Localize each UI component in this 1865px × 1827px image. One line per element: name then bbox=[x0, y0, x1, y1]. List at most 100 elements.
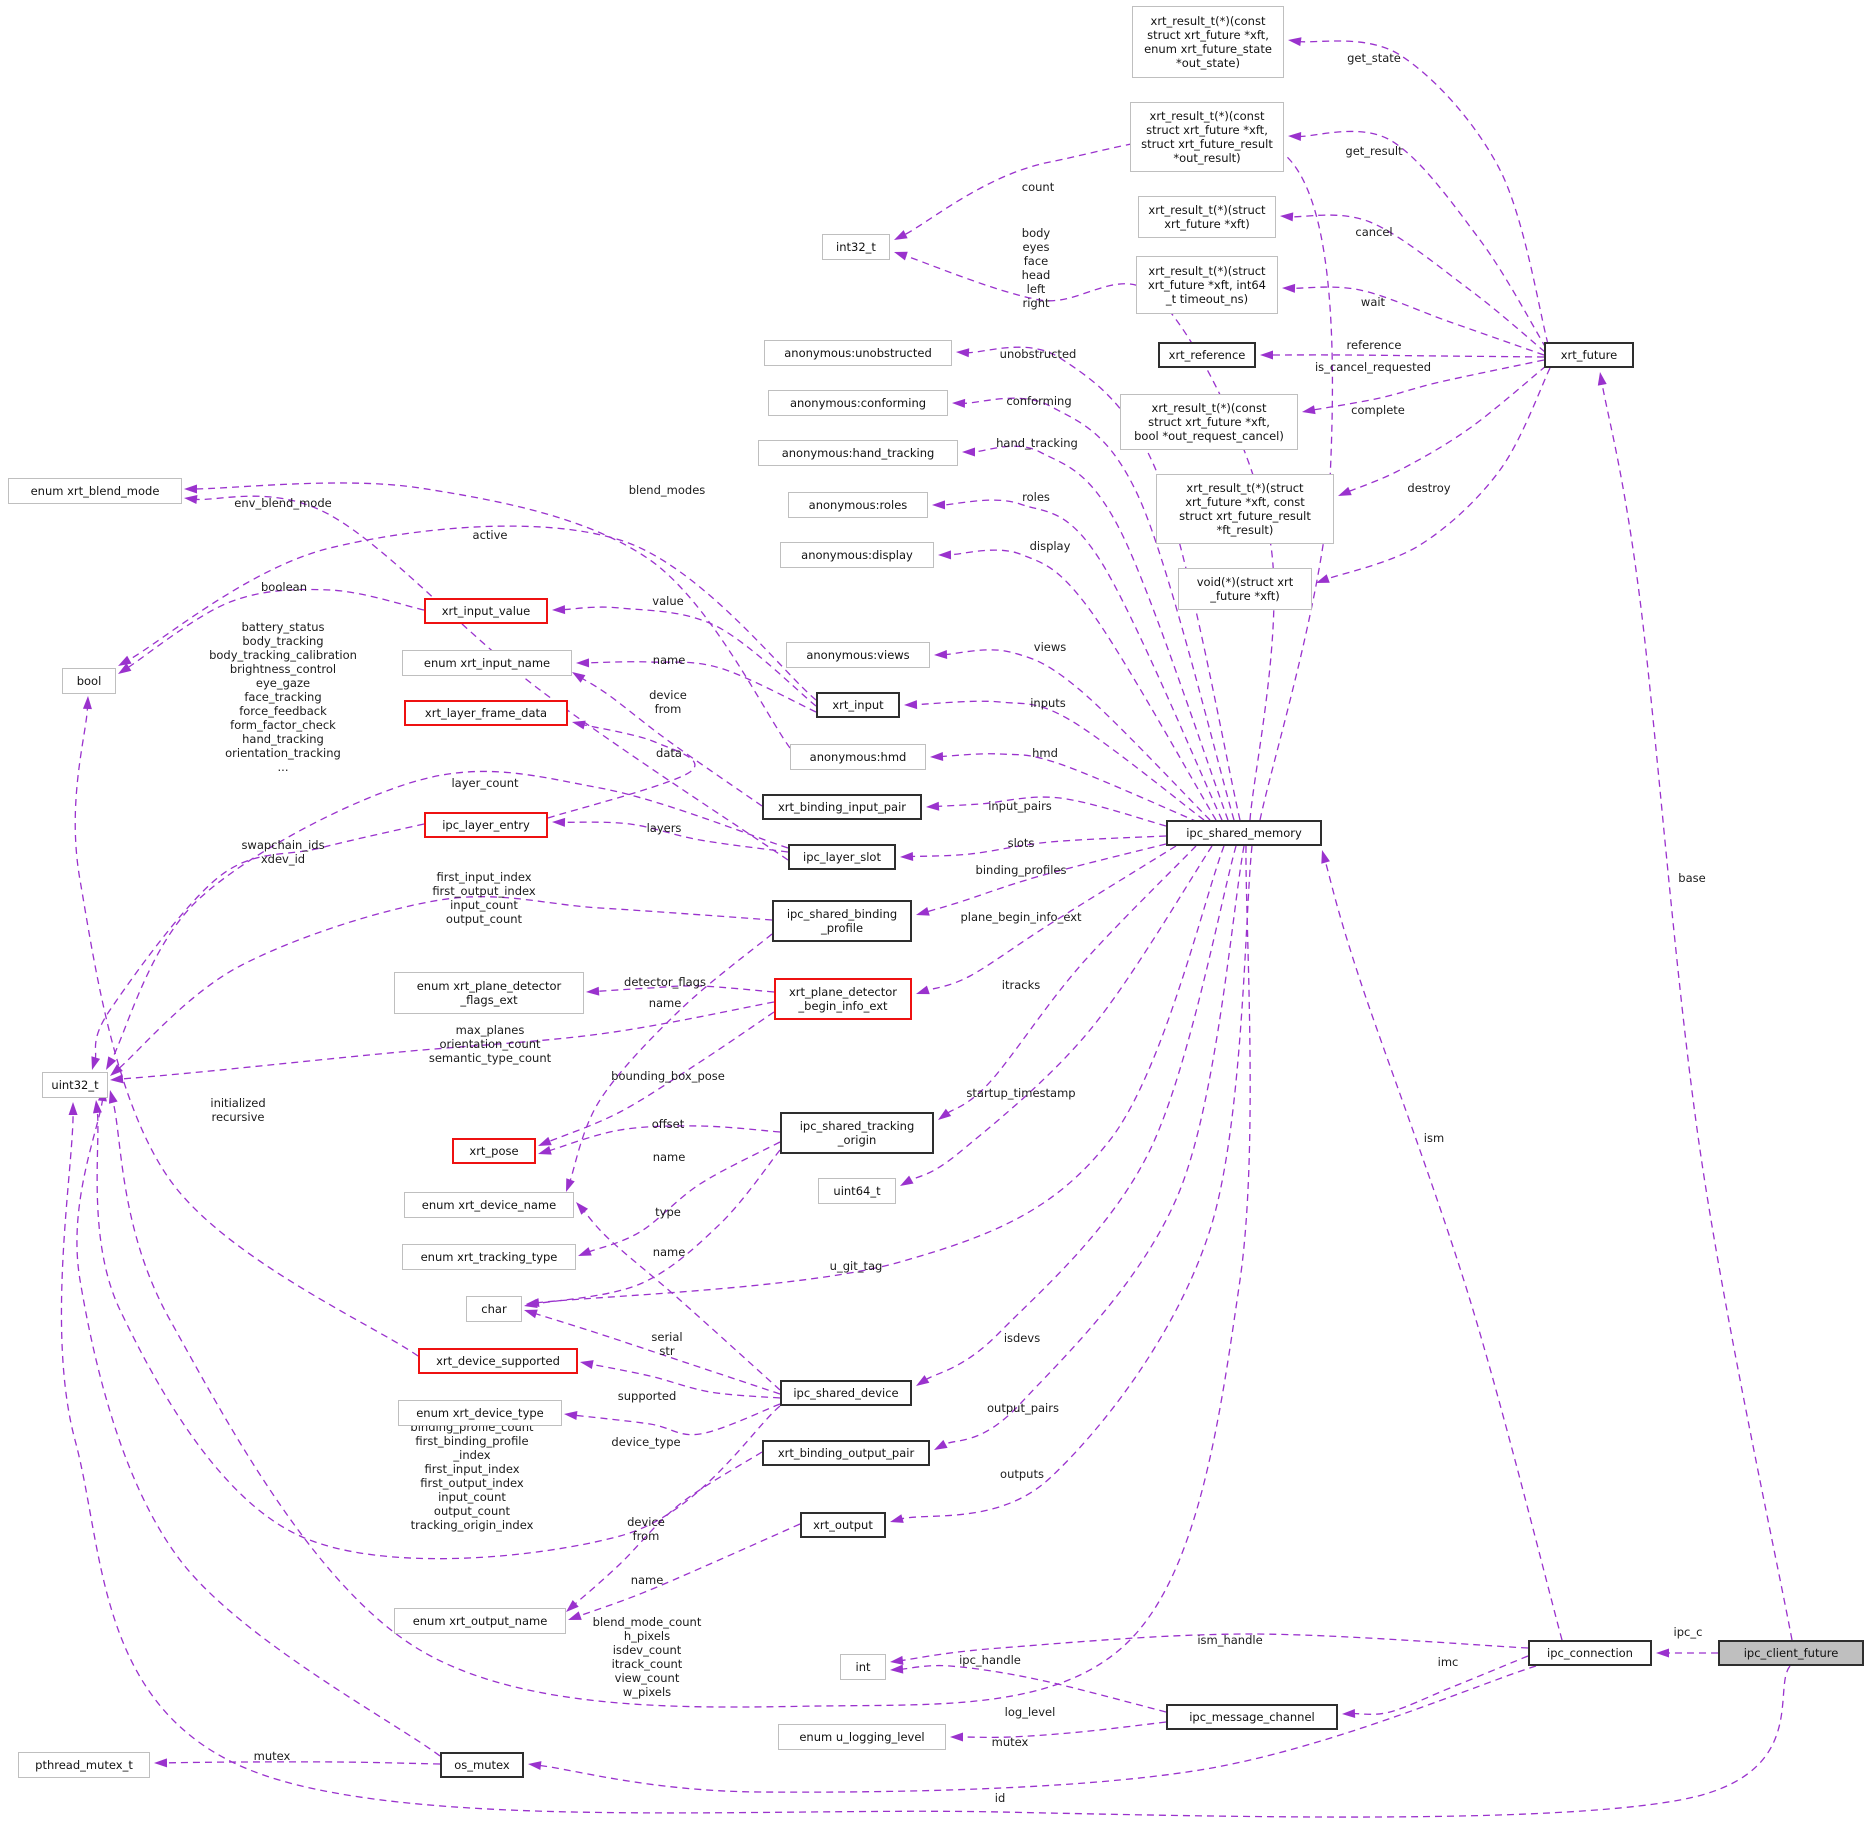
node-xrt-reference[interactable]: xrt_reference bbox=[1158, 342, 1256, 368]
edge-label-line: input_count bbox=[450, 898, 518, 912]
edge-label-line: ipc_c bbox=[1673, 1625, 1703, 1639]
node-ipc-message-channel[interactable]: ipc_message_channel bbox=[1166, 1704, 1338, 1730]
node-ipc-shared-binding-profile[interactable]: ipc_shared_binding_profile bbox=[772, 900, 912, 942]
node-label: uint64_t bbox=[833, 1184, 881, 1198]
node-enum-u-logging-level: enum u_logging_level bbox=[778, 1724, 946, 1750]
node-uint64-t: uint64_t bbox=[818, 1178, 896, 1204]
node-xrt-layer-frame-data[interactable]: xrt_layer_frame_data bbox=[404, 700, 568, 726]
edge-ipc-shared-memory-to-int32-t bbox=[904, 254, 1275, 821]
edge-label-line: eyes bbox=[1022, 240, 1050, 254]
edge-label-type: type bbox=[655, 1205, 681, 1219]
node-label: xrt_output bbox=[813, 1518, 873, 1532]
node-label: xrt_pose bbox=[469, 1144, 519, 1158]
edge-xrt-future-to-fn-destroy bbox=[1326, 367, 1551, 580]
edge-label-layers: layers bbox=[647, 821, 682, 835]
node-enum-xrt-input-name: enum xrt_input_name bbox=[402, 650, 572, 676]
node-xrt-binding-input-pair[interactable]: xrt_binding_input_pair bbox=[762, 794, 922, 820]
node-label: struct xrt_future_result bbox=[1179, 509, 1311, 523]
node-os-mutex[interactable]: os_mutex bbox=[440, 1752, 524, 1778]
edge-label-line: from bbox=[654, 702, 682, 716]
edge-label-line: inputs bbox=[1030, 696, 1066, 710]
arrowhead bbox=[572, 672, 586, 683]
edge-label-line: h_pixels bbox=[623, 1629, 671, 1643]
edge-label-line: cancel bbox=[1355, 225, 1393, 239]
edge-label-line: first_input_index bbox=[436, 870, 532, 884]
edge-ipc-client-future-to-uint32-t bbox=[60, 1112, 1791, 1818]
node-ipc-layer-slot[interactable]: ipc_layer_slot bbox=[788, 844, 896, 870]
node-enum-xrt-output-name: enum xrt_output_name bbox=[394, 1608, 566, 1634]
arrowhead bbox=[1321, 850, 1330, 864]
edge-label-line: plane_begin_info_ext bbox=[960, 910, 1082, 924]
edge-label-line: input_count bbox=[438, 1490, 506, 1504]
arrowhead bbox=[916, 1375, 930, 1386]
edge-label-line: serial bbox=[651, 1330, 683, 1344]
node-label: int32_t bbox=[836, 240, 876, 254]
node-label: anonymous:roles bbox=[808, 498, 908, 512]
edge-label-line: right bbox=[1022, 296, 1050, 310]
edge-xrt-plane-detector-begin-info-ext-to-xrt-pose bbox=[547, 1011, 775, 1143]
arrowhead bbox=[934, 649, 948, 659]
edge-ipc-connection-to-int bbox=[900, 1633, 1529, 1662]
edge-label-line: device bbox=[649, 688, 687, 702]
edge-label-active: active bbox=[473, 528, 508, 542]
node-ipc-connection[interactable]: ipc_connection bbox=[1528, 1640, 1652, 1666]
edge-label-line: views bbox=[1033, 640, 1067, 654]
edge-label-line: device bbox=[627, 1515, 665, 1529]
edge-label-id: id bbox=[995, 1791, 1006, 1805]
edge-ipc-shared-memory-to-char bbox=[536, 845, 1225, 1304]
node-xrt-pose[interactable]: xrt_pose bbox=[452, 1138, 536, 1164]
node-xrt-plane-detector-begin-info-ext[interactable]: xrt_plane_detector_begin_info_ext bbox=[774, 978, 912, 1020]
node-ipc-shared-tracking-origin[interactable]: ipc_shared_tracking_origin bbox=[780, 1112, 934, 1154]
edge-label-line: first_output_index bbox=[420, 1476, 524, 1490]
node-label: *out_state) bbox=[1176, 56, 1240, 70]
edge-label-line: orientation_count bbox=[439, 1037, 541, 1051]
arrowhead bbox=[956, 348, 970, 358]
edge-label-boolean: boolean bbox=[261, 580, 307, 594]
arrowhead bbox=[1656, 1648, 1669, 1658]
arrowhead bbox=[154, 1758, 168, 1768]
arrowhead bbox=[1282, 283, 1296, 293]
node-label: _flags_ext bbox=[460, 993, 518, 1007]
edge-label-line: get_state bbox=[1347, 51, 1401, 65]
edge-label-ipc-handle: ipc_handle bbox=[959, 1653, 1021, 1667]
edge-label-line: roles bbox=[1022, 490, 1050, 504]
edge-ipc-layer-slot-to-uint32-t bbox=[110, 770, 789, 1061]
edge-label-line: name bbox=[648, 996, 682, 1010]
edge-ipc-shared-device-to-xrt-device-supported bbox=[590, 1363, 781, 1399]
node-ipc-layer-entry[interactable]: ipc_layer_entry bbox=[424, 812, 548, 838]
node-label: xrt_result_t(*)(const bbox=[1150, 14, 1266, 28]
arrowhead bbox=[524, 1299, 538, 1308]
node-ipc-shared-memory[interactable]: ipc_shared_memory bbox=[1166, 820, 1322, 846]
edge-label-startup-timestamp: startup_timestamp bbox=[966, 1086, 1075, 1100]
node-label: os_mutex bbox=[454, 1758, 510, 1772]
edge-label-line: boolean bbox=[261, 580, 307, 594]
node-label: struct xrt_future *xft, bbox=[1147, 28, 1269, 42]
node-label: enum xrt_future_state bbox=[1144, 42, 1272, 56]
edge-label-line: body_tracking bbox=[242, 634, 324, 648]
node-xrt-output[interactable]: xrt_output bbox=[800, 1512, 886, 1538]
arrowhead bbox=[1338, 486, 1352, 496]
edge-label-roles: roles bbox=[1022, 490, 1050, 504]
edge-ipc-layer-slot-to-enum-xrt-blend-mode bbox=[194, 495, 789, 861]
node-xrt-input[interactable]: xrt_input bbox=[816, 692, 900, 718]
edge-label-plane-begin-info-ext: plane_begin_info_ext bbox=[960, 910, 1081, 924]
node-xrt-device-supported[interactable]: xrt_device_supported bbox=[418, 1348, 578, 1374]
edge-label-line: face_tracking bbox=[244, 690, 322, 704]
edge-label-line: battery_status bbox=[241, 620, 325, 634]
node-ipc-shared-device[interactable]: ipc_shared_device bbox=[780, 1380, 912, 1406]
node-label: xrt_input bbox=[832, 698, 884, 712]
edge-label-binding-profiles: binding_profiles bbox=[976, 863, 1067, 877]
node-xrt-future[interactable]: xrt_future bbox=[1544, 342, 1634, 368]
node-enum-xrt-device-name: enum xrt_device_name bbox=[404, 1192, 574, 1218]
node-xrt-binding-output-pair[interactable]: xrt_binding_output_pair bbox=[762, 1440, 930, 1466]
node-label: bool *out_request_cancel) bbox=[1134, 429, 1284, 443]
node-xrt-input-value[interactable]: xrt_input_value bbox=[424, 598, 548, 624]
node-ipc-client-future[interactable]: ipc_client_future bbox=[1718, 1640, 1864, 1666]
node-label: _begin_info_ext bbox=[798, 999, 888, 1013]
edge-os-mutex-to-pthread-mutex-t bbox=[164, 1761, 441, 1765]
